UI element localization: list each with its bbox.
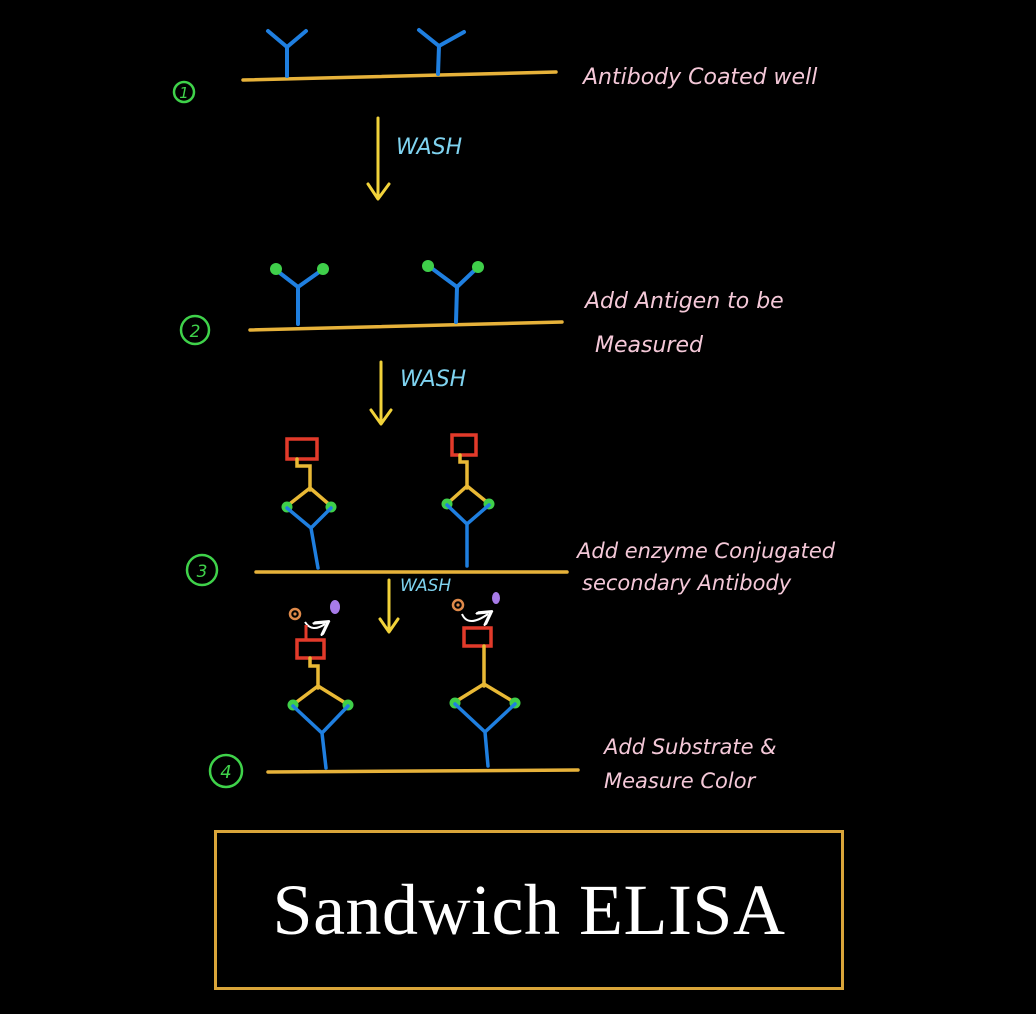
wash-label-3: WASH — [400, 576, 451, 596]
step-2-number-badge: 2 — [179, 314, 211, 346]
step-2-number: 2 — [190, 322, 201, 342]
antigen — [472, 261, 484, 273]
step-2-label-line-2: Measured — [595, 333, 704, 358]
well-surface-1 — [241, 70, 558, 82]
reaction-arrow — [304, 622, 325, 628]
step-4-label-line-2: Measure Color — [604, 769, 757, 793]
step-2: 2 Add Antigen to be Measured — [179, 260, 784, 358]
step-4-label-line-1: Add Substrate & — [602, 735, 777, 759]
step-1: 1 Antibody Coated well — [172, 28, 817, 104]
step-1-label: Antibody Coated well — [581, 65, 817, 90]
enzyme — [462, 626, 493, 648]
capture-antibody — [291, 704, 350, 770]
substrate — [451, 598, 465, 612]
capture-antibody — [445, 503, 491, 568]
capture-antibody — [266, 29, 308, 78]
sandwich-complex — [449, 592, 521, 768]
wash-label-1: WASH — [396, 135, 462, 160]
step-3-number-badge: 3 — [185, 553, 219, 587]
step-3: 3 Add enzyme Conjugated secondary Antibo… — [185, 433, 836, 595]
wash-step-3: WASH — [378, 576, 451, 634]
secondary-antibody-stem — [458, 453, 469, 490]
sandwich-complex — [287, 600, 354, 770]
wash-step-2: WASH — [369, 360, 466, 426]
enzyme — [285, 437, 319, 461]
secondary-antibody-arms — [453, 682, 516, 704]
enzyme — [450, 433, 478, 457]
step-2-label-line-1: Add Antigen to be — [583, 289, 784, 314]
sandwich-complex — [281, 437, 337, 570]
secondary-antibody-arms — [285, 486, 333, 508]
step-4: 4 Add S — [208, 592, 777, 793]
colored-product — [492, 592, 500, 604]
sandwich-complex — [441, 433, 495, 568]
diagram-title: Sandwich ELISA — [272, 869, 786, 950]
secondary-antibody-arms — [446, 484, 490, 505]
well-surface-4 — [266, 768, 580, 774]
step-3-label-line-2: secondary Antibody — [582, 571, 792, 595]
enzyme — [295, 638, 326, 660]
step-3-number: 3 — [197, 562, 208, 582]
capture-antibody — [417, 28, 466, 76]
secondary-antibody-stem — [308, 656, 320, 690]
reaction-arrow — [461, 614, 488, 621]
secondary-antibody-stem — [295, 457, 312, 492]
capture-antibody — [453, 702, 517, 768]
wash-step-1: WASH — [366, 116, 462, 201]
step-1-number: 1 — [179, 84, 189, 102]
antibody-antigen-complex — [422, 260, 484, 324]
antigen — [317, 263, 329, 275]
substrate — [288, 607, 302, 621]
step-4-number: 4 — [220, 762, 231, 783]
wash-label-2: WASH — [400, 367, 466, 392]
step-3-label-line-1: Add enzyme Conjugated — [575, 539, 836, 563]
secondary-antibody-arms — [292, 684, 349, 706]
antigen — [422, 260, 434, 272]
colored-product — [330, 600, 340, 614]
antigen — [270, 263, 282, 275]
antibody-antigen-complex — [270, 263, 329, 326]
title-box: Sandwich ELISA — [214, 830, 844, 990]
step-1-number-badge: 1 — [172, 80, 196, 104]
step-4-number-badge: 4 — [208, 753, 244, 789]
well-surface-2 — [248, 320, 564, 332]
capture-antibody — [285, 506, 333, 570]
